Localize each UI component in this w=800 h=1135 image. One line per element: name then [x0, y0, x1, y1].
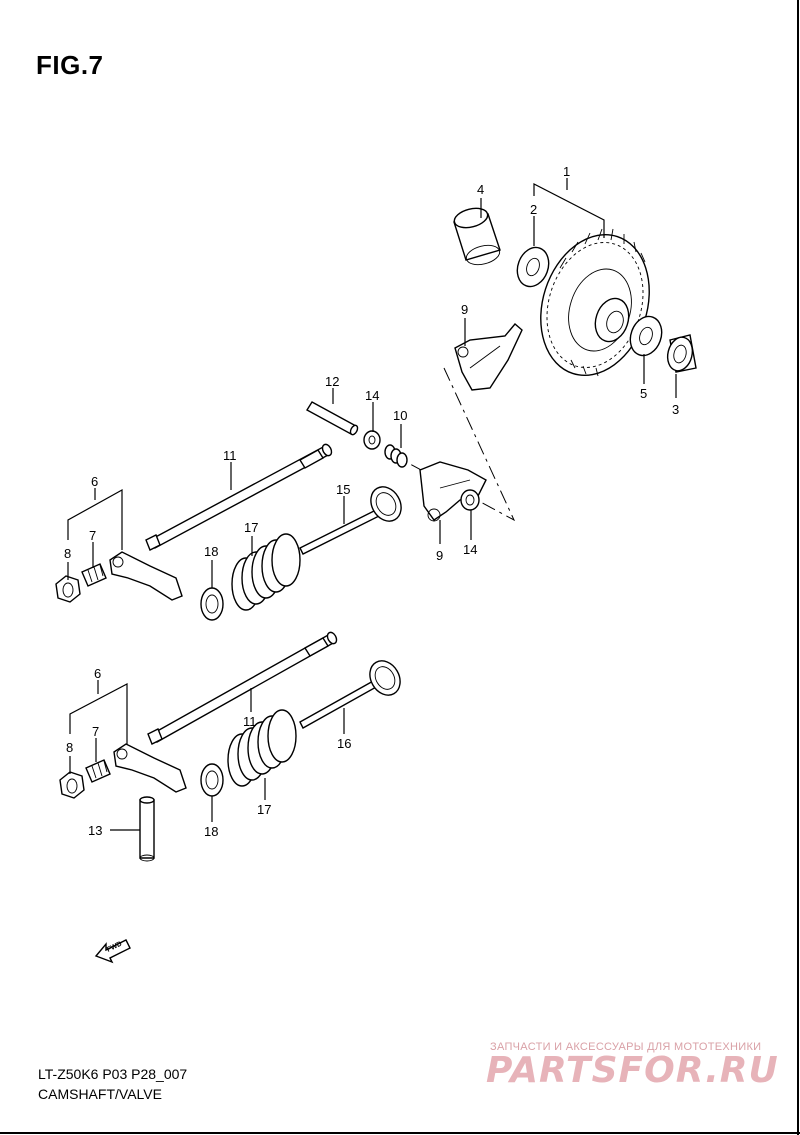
callout-2: 2	[530, 202, 537, 217]
callout-8-lower: 8	[66, 740, 73, 755]
callout-6-upper: 6	[91, 474, 98, 489]
callout-12: 12	[325, 374, 339, 389]
callout-7-upper: 7	[89, 528, 96, 543]
callout-13: 13	[88, 823, 102, 838]
pin-part-12[interactable]	[306, 401, 359, 436]
callout-18-upper: 18	[204, 544, 218, 559]
callout-4: 4	[477, 182, 484, 197]
valve-part-15[interactable]	[299, 481, 407, 555]
callout-16: 16	[337, 736, 351, 751]
leader-lines	[67, 178, 677, 831]
rocker-arm-part-6-upper[interactable]	[109, 551, 183, 601]
callout-5: 5	[640, 386, 647, 401]
forward-direction-arrow: FWD	[94, 939, 131, 964]
rocker-shaft-part-11-lower[interactable]	[147, 631, 338, 745]
rocker-shaft-part-11-upper[interactable]	[145, 443, 333, 551]
bracket-part-9-lower[interactable]	[419, 461, 487, 522]
cam-sprocket-gear[interactable]	[523, 220, 666, 389]
lock-nut-part-8-upper[interactable]	[55, 575, 81, 603]
bushing-part-4[interactable]	[452, 205, 501, 268]
callout-6-lower: 6	[94, 666, 101, 681]
valve-part-16[interactable]	[299, 655, 406, 729]
adjust-screw-part-7-lower[interactable]	[85, 759, 111, 783]
watermark-logo: PARTSFOR.RU	[486, 1050, 779, 1091]
callout-9-upper: 9	[461, 302, 468, 317]
callout-11-lower: 11	[243, 714, 257, 729]
callout-17-lower: 17	[257, 802, 271, 817]
callout-11-upper: 11	[223, 448, 237, 463]
bearing-part-3[interactable]	[664, 334, 697, 374]
pin-part-13[interactable]	[139, 796, 155, 862]
washer-part-14-lower[interactable]	[460, 489, 480, 511]
rocker-arm-part-6-lower[interactable]	[113, 743, 187, 793]
callout-15: 15	[336, 482, 350, 497]
callout-3: 3	[672, 402, 679, 417]
figure-title: FIG.7	[36, 50, 104, 80]
lock-nut-part-8-lower[interactable]	[59, 771, 85, 799]
spring-part-10[interactable]	[384, 444, 408, 468]
callout-17-upper: 17	[244, 520, 258, 535]
callout-18-lower: 18	[204, 824, 218, 839]
callout-14-upper: 14	[365, 388, 379, 403]
washer-part-5[interactable]	[625, 312, 667, 360]
adjust-screw-part-7-upper[interactable]	[81, 563, 107, 587]
callout-1: 1	[563, 164, 570, 179]
washer-part-2[interactable]	[512, 243, 554, 291]
valve-spring-part-17-upper[interactable]	[231, 533, 301, 611]
bracket-part-9-upper[interactable]	[454, 323, 523, 391]
spring-retainer-part-18-upper[interactable]	[200, 587, 224, 621]
valve-spring-part-17-lower[interactable]	[227, 709, 297, 787]
callout-9-lower: 9	[436, 548, 443, 563]
section-title: CAMSHAFT/VALVE	[38, 1086, 162, 1102]
callout-7-lower: 7	[92, 724, 99, 739]
model-code: LT-Z50K6 P03 P28_007	[38, 1066, 188, 1082]
spring-retainer-part-18-lower[interactable]	[200, 763, 224, 797]
watermark-caption: ЗАПЧАСТИ И АКСЕССУАРЫ ДЛЯ МОТОТЕХНИКИ	[490, 1041, 762, 1053]
washer-part-14-upper[interactable]	[363, 430, 381, 450]
callout-14-lower: 14	[463, 542, 477, 557]
callout-numbers: 1 2 3 4 5 9 9 10 12 14 14 11 15 17 18 6 …	[64, 164, 679, 839]
callout-8-upper: 8	[64, 546, 71, 561]
callout-10: 10	[393, 408, 407, 423]
